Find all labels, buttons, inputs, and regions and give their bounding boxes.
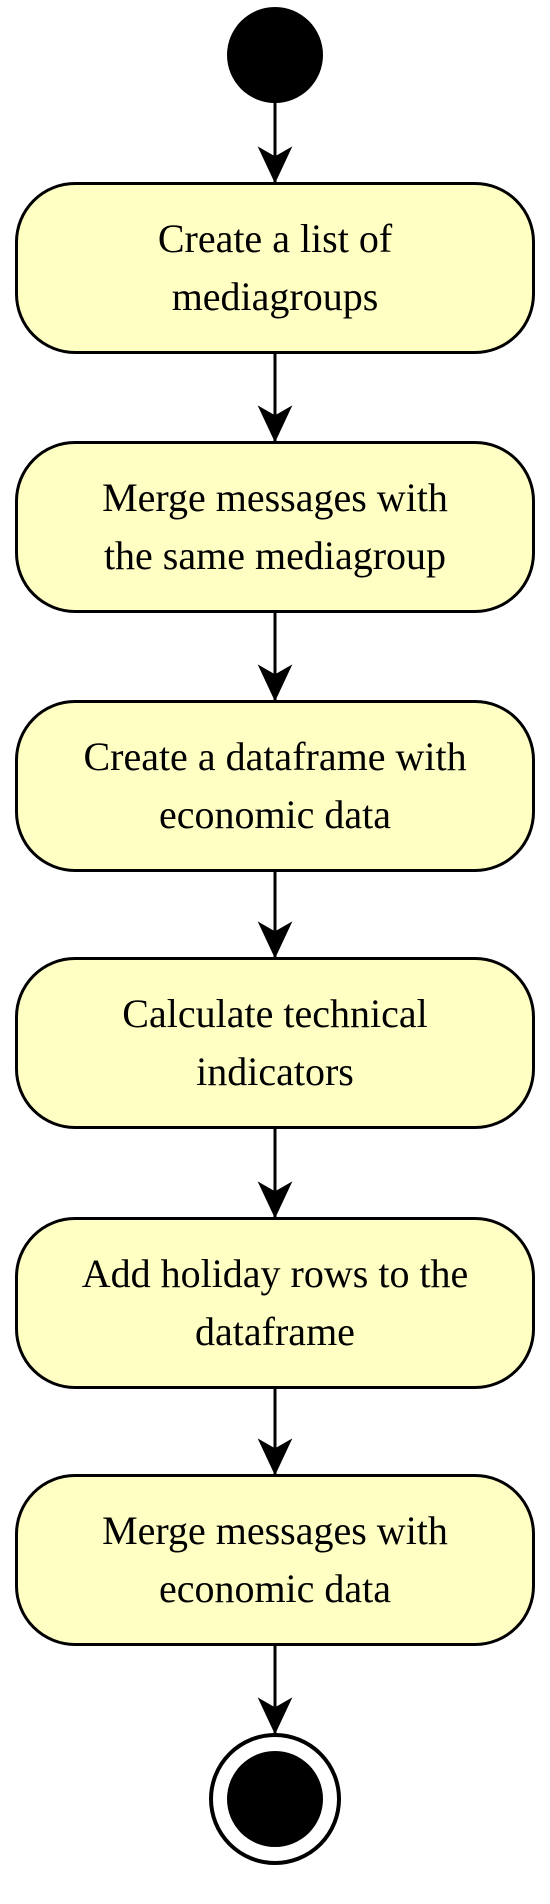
- activity-label: Create a dataframe with economic data: [83, 734, 467, 837]
- activity-add-holiday-rows: Add holiday rows to the dataframe: [15, 1217, 535, 1389]
- activity-create-mediagroup-list: Create a list of mediagroups: [15, 182, 535, 354]
- arrowhead-activity-4-to-activity-5: [257, 1181, 293, 1219]
- activity-merge-messages-economic-data: Merge messages with economic data: [15, 1474, 535, 1646]
- activity-label: Merge messages with the same mediagroup: [102, 475, 448, 578]
- arrowhead-activity-5-to-activity-6: [257, 1438, 293, 1476]
- activity-create-economic-dataframe: Create a dataframe with economic data: [15, 700, 535, 872]
- activity-label: Merge messages with economic data: [102, 1508, 448, 1611]
- arrowhead-activity-1-to-activity-2: [257, 405, 293, 443]
- activity-merge-messages-same-mediagroup: Merge messages with the same mediagroup: [15, 441, 535, 613]
- activity-calculate-technical-indicators: Calculate technical indicators: [15, 957, 535, 1129]
- activity-label: Calculate technical indicators: [122, 991, 428, 1094]
- activity-label: Create a list of mediagroups: [157, 216, 393, 319]
- arrowhead-start-to-activity-1: [257, 146, 293, 184]
- arrowhead-activity-2-to-activity-3: [257, 664, 293, 702]
- activity-label: Add holiday rows to the dataframe: [81, 1251, 469, 1354]
- arrowhead-activity-3-to-activity-4: [257, 921, 293, 959]
- arrowhead-activity-6-to-end: [257, 1697, 293, 1735]
- initial-node: [227, 7, 323, 103]
- final-node-inner: [227, 1751, 323, 1847]
